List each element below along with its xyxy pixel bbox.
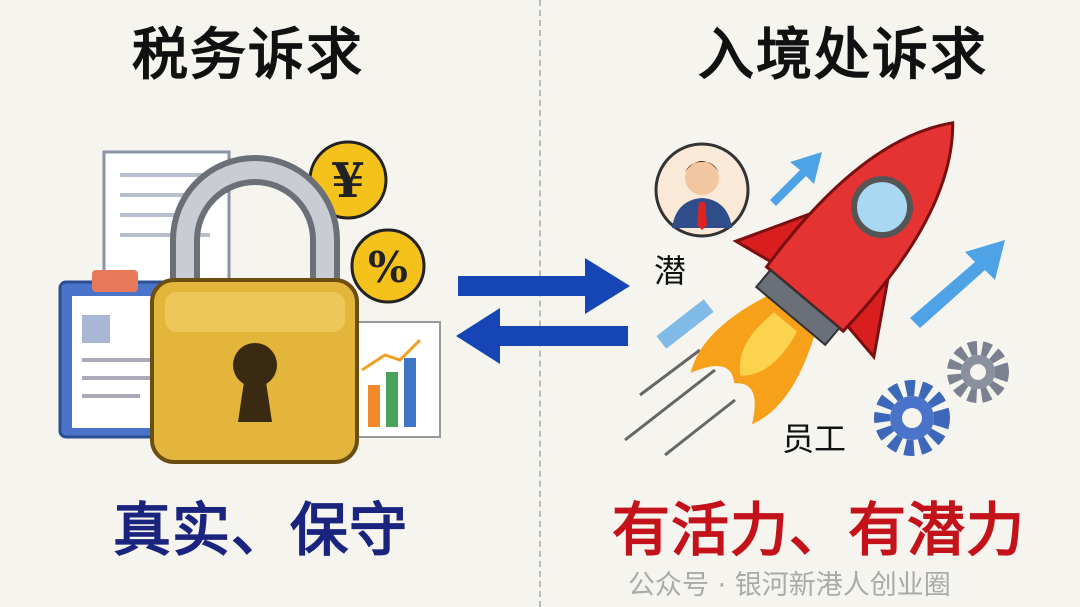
yen-symbol: ¥ — [331, 153, 364, 209]
percent-symbol: % — [368, 243, 408, 292]
right-subtitle: 有活力、有潜力 — [612, 496, 1026, 564]
potential-label: 潜 — [654, 252, 687, 290]
right-title: 入境处诉求 — [698, 22, 988, 88]
percent-coin-icon — [350, 228, 426, 304]
rocket-icon — [690, 121, 955, 425]
speed-lines — [624, 348, 736, 457]
watermark: 公众号 · 银河新港人创业圈 — [628, 570, 951, 601]
clipboard-icon — [58, 270, 172, 439]
center-divider — [539, 0, 541, 607]
gear-icon — [874, 341, 1009, 456]
left-subtitle: 真实、保守 — [113, 496, 409, 564]
bar-chart-icon — [354, 321, 441, 438]
staff-label: 员工 — [782, 420, 847, 458]
padlock-icon — [150, 155, 359, 464]
employee-avatar-icon — [654, 142, 750, 238]
exchange-arrows-icon — [456, 258, 630, 364]
growth-arrow-icon — [656, 152, 1005, 349]
left-title: 税务诉求 — [132, 22, 364, 88]
